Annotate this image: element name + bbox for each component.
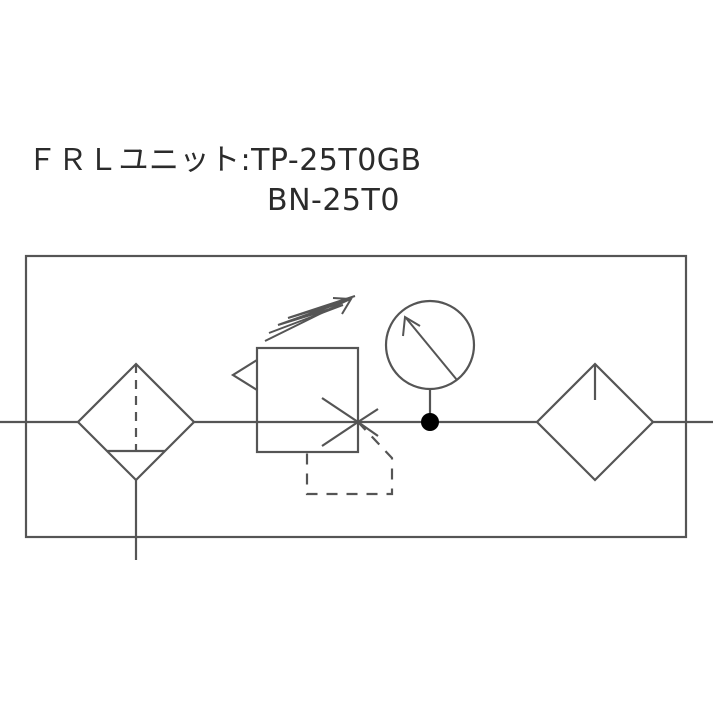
caption-line-model-tp: ＦＲＬユニット:TP-25T0GB bbox=[27, 143, 422, 178]
unit-enclosure-boundary bbox=[24, 254, 688, 539]
regulator-relief-triangle-icon bbox=[230, 359, 258, 391]
regulator-spring-zigzag-icon bbox=[268, 295, 356, 334]
pressure-regulator-body bbox=[255, 346, 360, 454]
regulator-throttle-cross-stroke-c bbox=[357, 408, 379, 423]
regulator-adjust-arrow-shaft bbox=[264, 298, 351, 342]
pressure-gauge-needle-head bbox=[402, 315, 421, 337]
regulator-adjust-arrow-head bbox=[332, 297, 353, 315]
caption-line-model-bn: BN-25T0 bbox=[267, 183, 400, 218]
diagram-caption: ＦＲＬユニット:TP-25T0GB BN-25T0 bbox=[0, 141, 713, 221]
regulator-throttle-cross-stroke-b bbox=[321, 421, 359, 447]
pressure-gauge-needle bbox=[405, 317, 458, 381]
regulator-throttle-cross-stroke-a bbox=[321, 397, 359, 423]
lubricator-diamond bbox=[535, 362, 655, 482]
line-junction-dot bbox=[421, 413, 439, 431]
regulator-pilot-dashed-line bbox=[305, 421, 394, 496]
pressure-gauge-dial bbox=[384, 299, 476, 391]
